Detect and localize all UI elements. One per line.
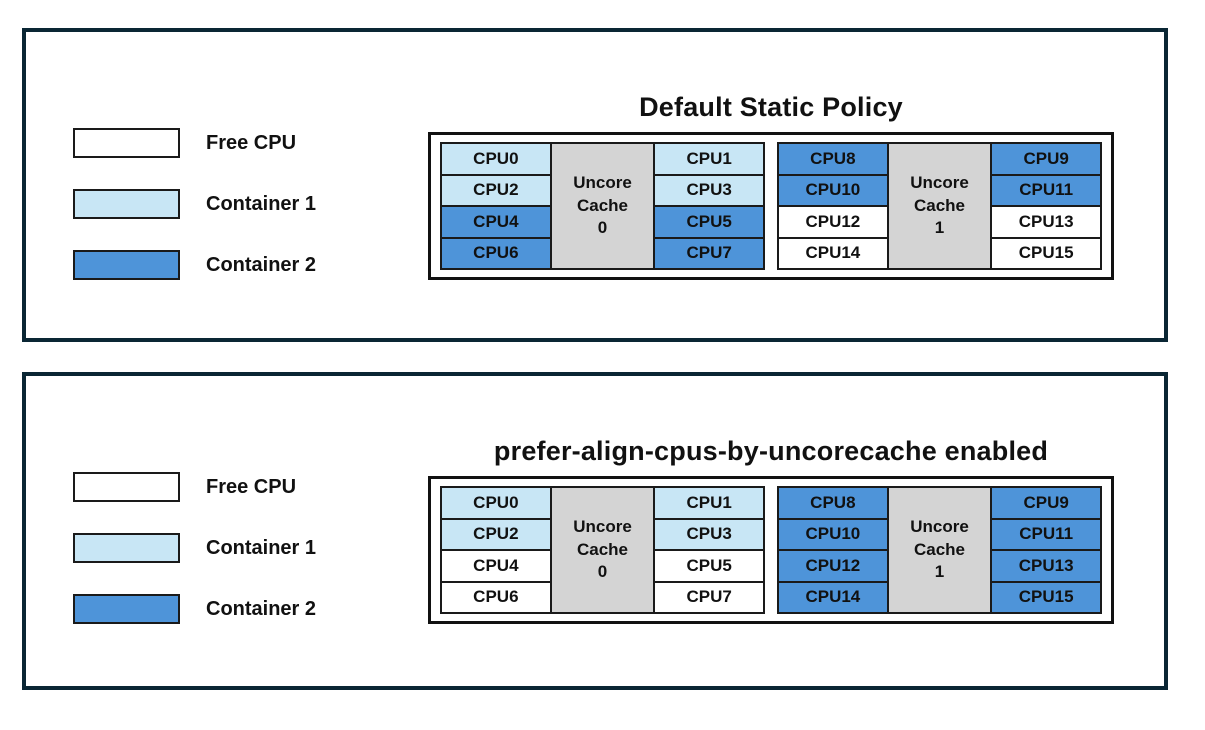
legend-label: Free CPU — [206, 475, 297, 498]
legend-item-container-1: Container 1 — [73, 189, 316, 219]
cpu-column-left: CPU8 CPU10 CPU12 CPU14 — [777, 142, 889, 270]
container-2-swatch — [73, 250, 180, 280]
legend-label: Container 2 — [206, 253, 317, 276]
legend-label: Container 1 — [206, 192, 317, 215]
cpu-cell: CPU10 — [777, 173, 889, 207]
cpu-cell: CPU12 — [777, 205, 889, 239]
cpu-column-right: CPU1 CPU3 CPU5 CPU7 — [653, 486, 765, 614]
uncore-cache-0-group: CPU0 CPU2 CPU4 CPU6 Uncore Cache 0 CPU1 … — [440, 486, 765, 614]
legend-item-container-2: Container 2 — [73, 250, 316, 280]
free-cpu-swatch — [73, 472, 180, 502]
legend-item-container-1: Container 1 — [73, 533, 316, 563]
cpu-cell: CPU3 — [653, 173, 765, 207]
panel-default-static-policy: Default Static Policy Free CPU Container… — [22, 28, 1168, 342]
legend-label: Container 2 — [206, 597, 317, 620]
cpu-topology-diagram: CPU0 CPU2 CPU4 CPU6 Uncore Cache 0 CPU1 … — [428, 132, 1114, 280]
cpu-cell: CPU10 — [777, 517, 889, 551]
free-cpu-swatch — [73, 128, 180, 158]
uncore-cache-1-group: CPU8 CPU10 CPU12 CPU14 Uncore Cache 1 CP… — [777, 486, 1102, 614]
uncore-cache-1-block: Uncore Cache 1 — [886, 142, 993, 270]
cpu-column-left: CPU8 CPU10 CPU12 CPU14 — [777, 486, 889, 614]
uncore-cache-1-group: CPU8 CPU10 CPU12 CPU14 Uncore Cache 1 CP… — [777, 142, 1102, 270]
cpu-cell: CPU11 — [990, 517, 1102, 551]
cpu-cell: CPU5 — [653, 205, 765, 239]
uncore-cache-0-group: CPU0 CPU2 CPU4 CPU6 Uncore Cache 0 CPU1 … — [440, 142, 765, 270]
cpu-cell: CPU1 — [653, 486, 765, 520]
cpu-cell: CPU8 — [777, 486, 889, 520]
cpu-cell: CPU4 — [440, 549, 552, 583]
uncore-cache-1-block: Uncore Cache 1 — [886, 486, 993, 614]
cpu-cell: CPU14 — [777, 580, 889, 614]
cpu-cell: CPU13 — [990, 549, 1102, 583]
cpu-cell: CPU0 — [440, 142, 552, 176]
cpu-cell: CPU2 — [440, 517, 552, 551]
cpu-cell: CPU12 — [777, 549, 889, 583]
cpu-column-right: CPU9 CPU11 CPU13 CPU15 — [990, 486, 1102, 614]
legend-item-free-cpu: Free CPU — [73, 472, 296, 502]
cpu-cell: CPU6 — [440, 580, 552, 614]
uncore-cache-0-block: Uncore Cache 0 — [549, 142, 656, 270]
cpu-cell: CPU3 — [653, 517, 765, 551]
cpu-cell: CPU15 — [990, 580, 1102, 614]
cpu-column-left: CPU0 CPU2 CPU4 CPU6 — [440, 142, 552, 270]
panel-title: Default Static Policy — [639, 92, 903, 123]
cpu-cell: CPU9 — [990, 142, 1102, 176]
panel-prefer-align-cpus-by-uncorecache: prefer-align-cpus-by-uncorecache enabled… — [22, 372, 1168, 690]
legend-label: Container 1 — [206, 536, 317, 559]
container-2-swatch — [73, 594, 180, 624]
container-1-swatch — [73, 189, 180, 219]
cpu-cell: CPU6 — [440, 236, 552, 270]
cpu-column-right: CPU1 CPU3 CPU5 CPU7 — [653, 142, 765, 270]
cpu-cell: CPU15 — [990, 236, 1102, 270]
cpu-cell: CPU9 — [990, 486, 1102, 520]
cpu-cell: CPU13 — [990, 205, 1102, 239]
cpu-cell: CPU7 — [653, 580, 765, 614]
panel-title: prefer-align-cpus-by-uncorecache enabled — [493, 436, 1049, 467]
legend-item-free-cpu: Free CPU — [73, 128, 296, 158]
cpu-cell: CPU14 — [777, 236, 889, 270]
cpu-topology-diagram: CPU0 CPU2 CPU4 CPU6 Uncore Cache 0 CPU1 … — [428, 476, 1114, 624]
legend-item-container-2: Container 2 — [73, 594, 316, 624]
cpu-cell: CPU4 — [440, 205, 552, 239]
cpu-cell: CPU2 — [440, 173, 552, 207]
cpu-cell: CPU5 — [653, 549, 765, 583]
cpu-cell: CPU0 — [440, 486, 552, 520]
uncore-cache-0-block: Uncore Cache 0 — [549, 486, 656, 614]
cpu-cell: CPU11 — [990, 173, 1102, 207]
cpu-cell: CPU8 — [777, 142, 889, 176]
cpu-column-left: CPU0 CPU2 CPU4 CPU6 — [440, 486, 552, 614]
container-1-swatch — [73, 533, 180, 563]
cpu-cell: CPU1 — [653, 142, 765, 176]
legend-label: Free CPU — [206, 131, 297, 154]
cpu-column-right: CPU9 CPU11 CPU13 CPU15 — [990, 142, 1102, 270]
cpu-cell: CPU7 — [653, 236, 765, 270]
